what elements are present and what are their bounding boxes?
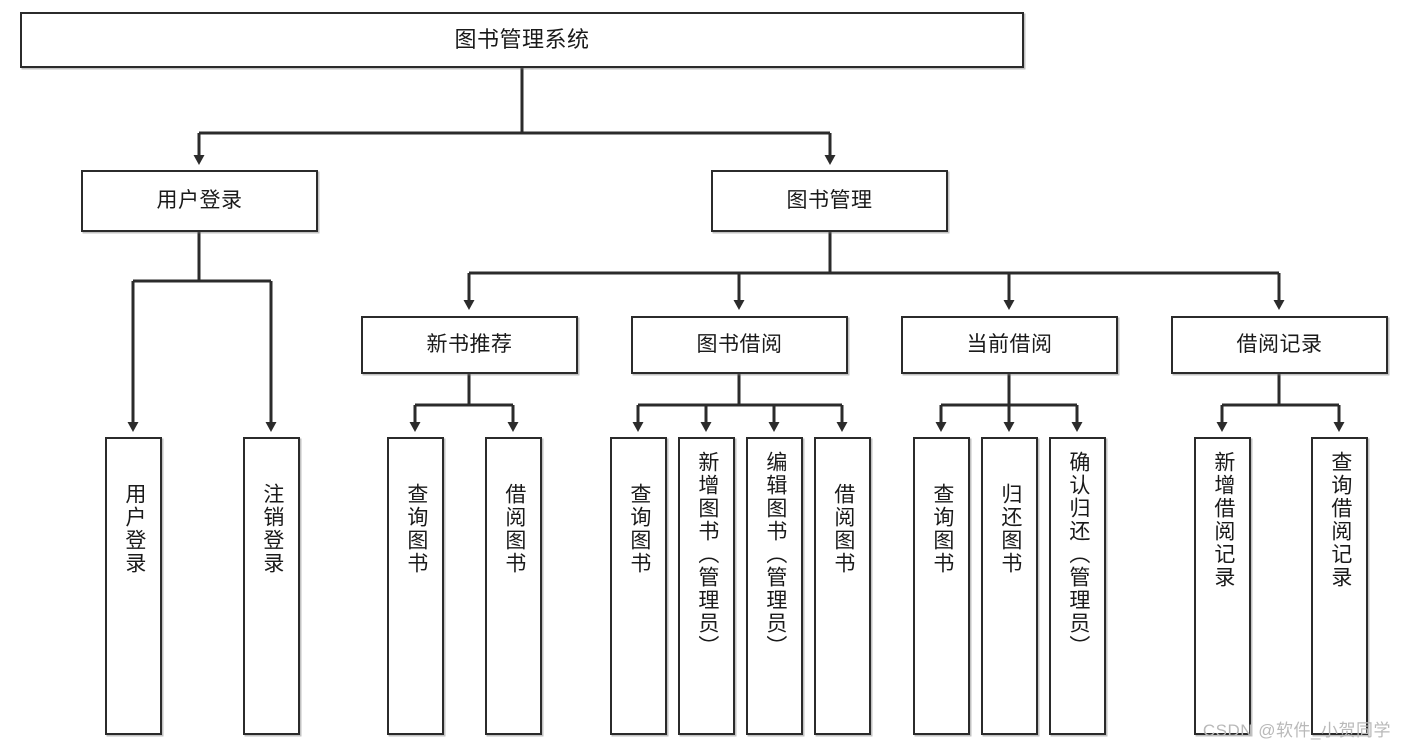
leaf-add-book-admin[interactable]: 新增图书（管理员） bbox=[678, 437, 735, 735]
node-user-login[interactable]: 用户登录 bbox=[81, 170, 318, 232]
node-label: 确认归还（管理员） bbox=[1066, 451, 1090, 658]
node-label: 图书借阅 bbox=[696, 332, 783, 356]
node-borrowing-record[interactable]: 借阅记录 bbox=[1171, 316, 1388, 374]
node-label: 借阅图书 bbox=[831, 483, 855, 575]
node-label: 查询借阅记录 bbox=[1328, 451, 1352, 589]
node-label: 新增借阅记录 bbox=[1211, 451, 1235, 589]
node-new-book-recommendation[interactable]: 新书推荐 bbox=[361, 316, 578, 374]
leaf-add-borrow-record[interactable]: 新增借阅记录 bbox=[1194, 437, 1251, 735]
node-label: 新增图书（管理员） bbox=[695, 451, 719, 658]
leaf-query-borrow-record[interactable]: 查询借阅记录 bbox=[1311, 437, 1368, 735]
leaf-borrow-book-recommend[interactable]: 借阅图书 bbox=[485, 437, 542, 735]
node-label: 用户登录 bbox=[156, 188, 243, 212]
node-label: 借阅图书 bbox=[502, 483, 526, 575]
leaf-edit-book-admin[interactable]: 编辑图书（管理员） bbox=[746, 437, 803, 735]
node-label: 借阅记录 bbox=[1236, 332, 1323, 356]
node-label: 新书推荐 bbox=[426, 332, 513, 356]
node-label: 用户登录 bbox=[122, 483, 146, 575]
node-label: 查询图书 bbox=[930, 483, 954, 575]
leaf-return-book[interactable]: 归还图书 bbox=[981, 437, 1038, 735]
node-label: 归还图书 bbox=[998, 483, 1022, 575]
leaf-confirm-return-admin[interactable]: 确认归还（管理员） bbox=[1049, 437, 1106, 735]
node-root-library-management-system[interactable]: 图书管理系统 bbox=[20, 12, 1024, 68]
node-current-borrowing[interactable]: 当前借阅 bbox=[901, 316, 1118, 374]
leaf-query-book-borrow[interactable]: 查询图书 bbox=[610, 437, 667, 735]
node-book-borrowing[interactable]: 图书借阅 bbox=[631, 316, 848, 374]
node-label: 注销登录 bbox=[260, 483, 284, 575]
node-book-management[interactable]: 图书管理 bbox=[711, 170, 948, 232]
leaf-query-book-current[interactable]: 查询图书 bbox=[913, 437, 970, 735]
leaf-borrow-book[interactable]: 借阅图书 bbox=[814, 437, 871, 735]
leaf-user-login[interactable]: 用户登录 bbox=[105, 437, 162, 735]
leaf-query-book-recommend[interactable]: 查询图书 bbox=[387, 437, 444, 735]
node-label: 图书管理 bbox=[786, 188, 873, 212]
node-label: 图书管理系统 bbox=[454, 27, 590, 53]
node-label: 查询图书 bbox=[404, 483, 428, 575]
node-label: 编辑图书（管理员） bbox=[763, 451, 787, 658]
leaf-logout[interactable]: 注销登录 bbox=[243, 437, 300, 735]
node-label: 查询图书 bbox=[627, 483, 651, 575]
node-label: 当前借阅 bbox=[966, 332, 1053, 356]
